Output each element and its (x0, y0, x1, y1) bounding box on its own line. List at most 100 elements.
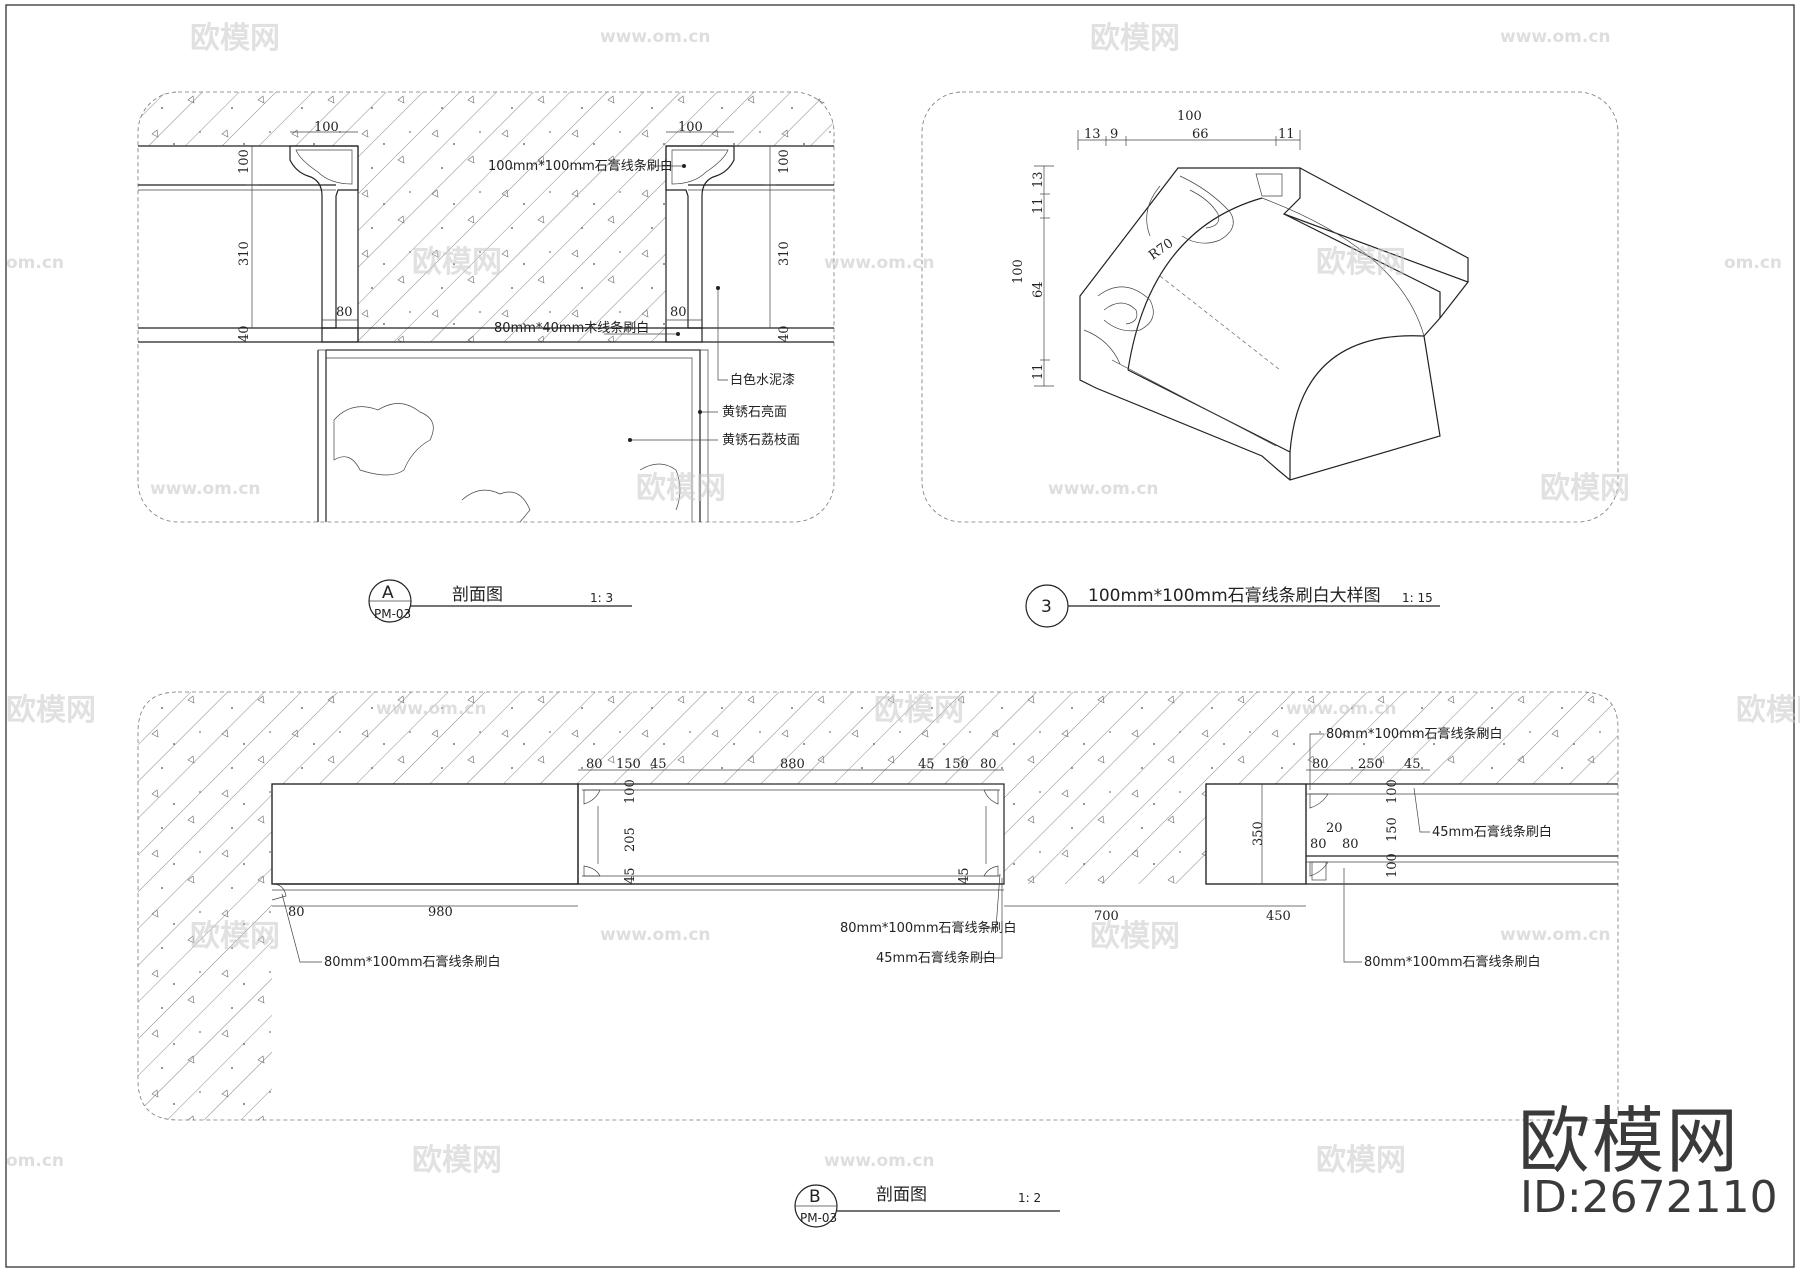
dim-b-150a: 150 (616, 757, 641, 772)
detail-b-sheet-ref: PM-03 (800, 1211, 837, 1225)
dim-3-l11b: 11 (1031, 363, 1046, 380)
dim-3-top-total: 100 (1177, 109, 1202, 124)
dim-b-700: 700 (1094, 909, 1119, 924)
detail-a-sheet-ref: PM-03 (374, 607, 411, 621)
dim-a-h310-right: 310 (777, 241, 792, 266)
label-b-80x100-bottom-right: 80mm*100mm石膏线条刷白 (1364, 954, 1541, 970)
watermark-logo: 欧模网 (1090, 919, 1180, 954)
model-id: ID:2672110 (1520, 1172, 1778, 1223)
dim-3-t13: 13 (1084, 127, 1101, 142)
label-b-80x100-left: 80mm*100mm石膏线条刷白 (324, 954, 501, 970)
detail-3-scale: 1: 15 (1402, 591, 1433, 605)
dim-b-80b: 80 (980, 757, 997, 772)
dim-a-h40-left: 40 (237, 325, 252, 342)
dim-b-880: 880 (780, 757, 805, 772)
watermark-logo: 欧模网 (1540, 471, 1630, 506)
detail-a-marker: A (382, 583, 394, 603)
watermark-url: www.om.cn (1048, 479, 1159, 499)
dim-b-450: 450 (1266, 909, 1291, 924)
detail-b-marker: B (809, 1187, 821, 1207)
watermark-url: www.om.cn (824, 253, 935, 273)
dim-3-radius: R70 (1146, 236, 1176, 263)
dim-b-h205: 205 (623, 827, 638, 852)
dim-a-top-left: 100 (314, 120, 339, 135)
label-b-80x100-mid: 80mm*100mm石膏线条刷白 (840, 920, 1017, 936)
dim-b-80f: 80 (1342, 837, 1359, 852)
watermark-url: om.cn (1724, 253, 1782, 273)
dim-b-980: 980 (428, 905, 453, 920)
dim-b-150b: 150 (944, 757, 969, 772)
watermark-logo: 欧模网 (190, 919, 280, 954)
dim-3-t66: 66 (1192, 127, 1209, 142)
label-a-gloss: 黄锈石亮面 (722, 404, 787, 420)
label-b-45-mid: 45mm石膏线条刷白 (876, 950, 996, 966)
dim-b-h100: 100 (623, 779, 638, 804)
detail-a: 100 100 100 310 40 100 310 40 80 80 100m… (137, 91, 835, 623)
dim-a-top-right: 100 (678, 120, 703, 135)
watermark-logo: 欧模网 (6, 693, 96, 728)
detail-b-scale: 1: 2 (1018, 1191, 1041, 1205)
detail-b: 80 150 45 880 45 150 80 100 205 45 45 98… (137, 691, 1619, 1228)
dim-b-80a: 80 (586, 757, 603, 772)
dim-a-h100-left: 100 (237, 149, 252, 174)
dim-3-left-total: 100 (1011, 259, 1026, 284)
dim-b-20: 20 (1326, 821, 1343, 836)
dim-a-h310-left: 310 (237, 241, 252, 266)
watermark-url: om.cn (6, 253, 64, 273)
dim-b-80e: 80 (1310, 837, 1327, 852)
dim-b-45a: 45 (650, 757, 667, 772)
detail-3-boundary (921, 91, 1619, 523)
detail-3: 100 13 9 66 11 100 13 11 64 11 R70 3 100… (921, 91, 1619, 628)
dim-b-h100b: 100 (1385, 779, 1400, 804)
watermark-logo: 欧模网 (412, 245, 502, 280)
watermark-logo: 欧模网 (1736, 693, 1800, 728)
watermarks: 欧模网 www.om.cn 欧模网 www.om.cn om.cn 欧模网 ww… (6, 21, 1800, 1178)
dim-a-w80-left: 80 (336, 305, 353, 320)
dim-3-l13: 13 (1031, 171, 1046, 188)
detail-3-marker: 3 (1041, 597, 1052, 617)
dim-3-t9: 9 (1110, 127, 1118, 142)
dim-a-h40-right: 40 (777, 325, 792, 342)
dim-b-45c: 45 (1404, 757, 1421, 772)
dim-b-250: 250 (1358, 757, 1383, 772)
watermark-url: www.om.cn (600, 925, 711, 945)
watermark-url: www.om.cn (1500, 925, 1611, 945)
label-a-litchi: 黄锈石荔枝面 (722, 433, 800, 448)
watermark-logo: 欧模网 (190, 21, 280, 56)
dim-b-h150: 150 (1385, 817, 1400, 842)
dim-b-h100c: 100 (1385, 853, 1400, 878)
watermark-url: www.om.cn (1286, 699, 1397, 719)
label-a-cornice: 100mm*100mm石膏线条刷白 (488, 158, 673, 174)
dim-a-w80-right: 80 (670, 305, 687, 320)
watermark-url: www.om.cn (150, 479, 261, 499)
sheet-border (5, 4, 1795, 1268)
dim-b-h45b: 45 (957, 867, 972, 884)
dim-b-80d: 80 (1312, 757, 1329, 772)
detail-b-title: 剖面图 (876, 1185, 927, 1205)
watermark-url: www.om.cn (824, 1151, 935, 1171)
watermark-url: www.om.cn (1500, 27, 1611, 47)
watermark-logo: 欧模网 (636, 471, 726, 506)
dim-b-h45a: 45 (623, 867, 638, 884)
watermark-logo: 欧模网 (1090, 21, 1180, 56)
label-a-wood-strip: 80mm*40mm木线条刷白 (494, 320, 649, 336)
dim-b-80c: 80 (288, 905, 305, 920)
detail-3-title: 100mm*100mm石膏线条刷白大样图 (1088, 585, 1381, 606)
dim-a-h100-right: 100 (777, 149, 792, 174)
watermark-logo: 欧模网 (874, 693, 964, 728)
label-b-80x100-top: 80mm*100mm石膏线条刷白 (1326, 726, 1503, 742)
watermark-logo: 欧模网 (1316, 245, 1406, 280)
watermark-url: www.om.cn (600, 27, 711, 47)
detail-a-scale: 1: 3 (590, 591, 613, 605)
dim-3-t11: 11 (1278, 127, 1295, 142)
watermark-url: www.om.cn (376, 699, 487, 719)
dim-3-l11a: 11 (1031, 197, 1046, 214)
dim-b-45b: 45 (918, 757, 935, 772)
dim-b-h350: 350 (1251, 821, 1266, 846)
watermark-logo: 欧模网 (412, 1143, 502, 1178)
watermark-logo: 欧模网 (1316, 1143, 1406, 1178)
brand-logo-text: 欧模网 (1518, 1099, 1741, 1183)
label-b-45-right: 45mm石膏线条刷白 (1432, 824, 1552, 840)
